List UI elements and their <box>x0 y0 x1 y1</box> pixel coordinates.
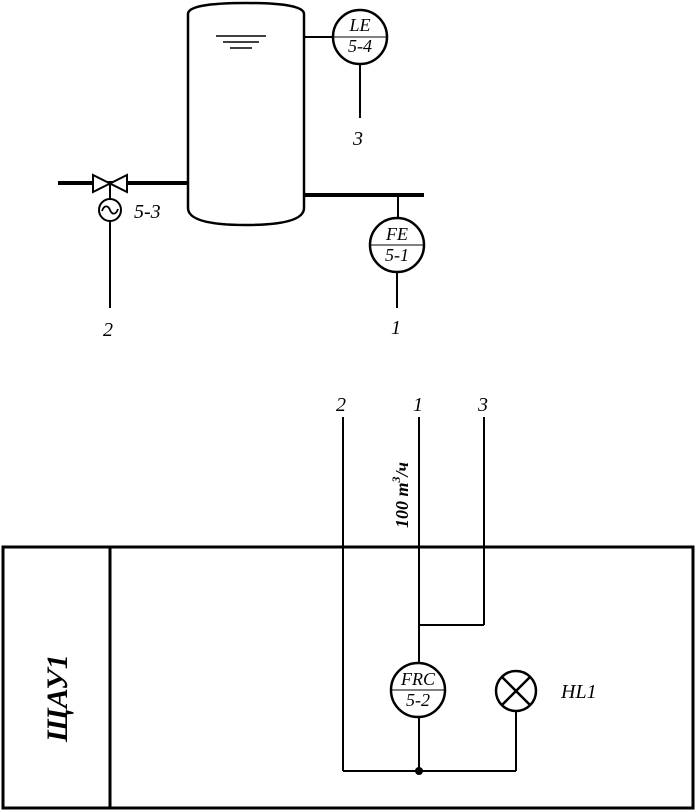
panel-name: ЩАУ1 <box>41 654 74 743</box>
panel-input-2: 2 <box>336 394 346 416</box>
level-element-code: LE <box>348 15 370 35</box>
flow-controller-tag: 5-2 <box>406 690 430 710</box>
flow-element-code: FE <box>385 224 408 244</box>
level-line-number: 3 <box>352 128 363 150</box>
flow-line-number: 1 <box>391 317 401 339</box>
level-element-tag: 5-4 <box>348 36 372 56</box>
tank <box>186 1 306 227</box>
flow-controller: FRC 5-2 <box>389 661 447 719</box>
junction-dot <box>415 767 423 775</box>
control-valve <box>92 173 128 199</box>
flow-element-tag: 5-1 <box>385 245 409 265</box>
signal-lamp-icon <box>494 669 538 713</box>
actuator-line-number: 2 <box>103 319 113 341</box>
flow-element: FE 5-1 <box>368 216 426 274</box>
panel-frame <box>1 545 695 810</box>
panel-input-3: 3 <box>477 394 488 416</box>
setpoint-label: 100 m3/ч <box>389 462 412 528</box>
signal-lamp-label: HL1 <box>560 681 597 703</box>
actuator-tag: 5-3 <box>134 201 161 223</box>
flow-controller-code: FRC <box>400 669 436 689</box>
actuator-icon <box>98 198 122 222</box>
panel-input-1: 1 <box>413 394 423 416</box>
level-element: LE 5-4 <box>331 8 389 66</box>
liquid-level-icon <box>216 35 266 49</box>
